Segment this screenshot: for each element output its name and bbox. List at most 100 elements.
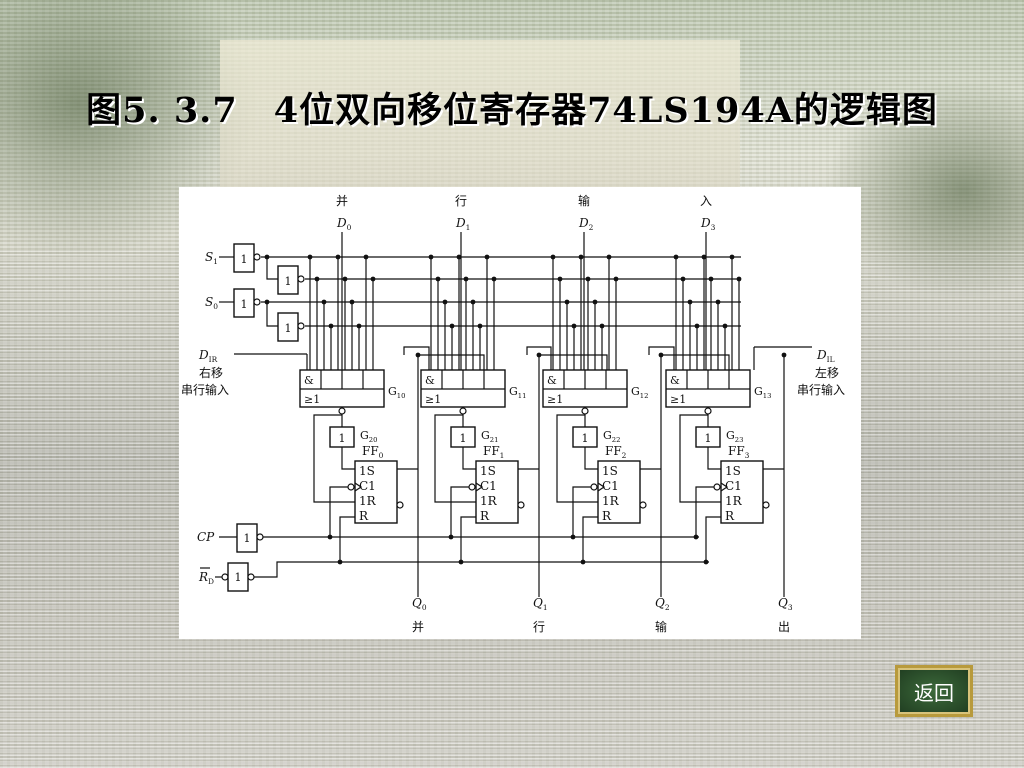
junction-dot — [613, 276, 619, 282]
junction-dot — [264, 299, 270, 305]
junction-dot — [722, 323, 728, 329]
junction-dot — [564, 299, 570, 305]
clock-bubble — [347, 483, 355, 491]
wire — [556, 414, 598, 503]
feedback-wire — [541, 354, 608, 370]
clock-triangle — [354, 482, 363, 492]
clock-wire — [329, 486, 348, 537]
wire — [679, 414, 721, 503]
s1-inverter-bubble — [253, 253, 261, 261]
gate-label-g13: G13 — [754, 385, 771, 400]
inverter-gate-label: 1 — [705, 432, 712, 445]
dir-input-label: DIR — [198, 348, 218, 364]
junction-dot — [729, 254, 735, 260]
flipflop-pin-1r: 1R — [725, 494, 743, 508]
gate-label-g20: G20 — [360, 429, 377, 444]
reset-bus — [254, 561, 709, 578]
wire — [313, 414, 355, 503]
s1-inverter-label: 1 — [241, 253, 248, 266]
clock-triangle — [597, 482, 606, 492]
inverter-bubble — [297, 322, 305, 330]
reset-wire — [460, 516, 476, 562]
slide-title: 图5. 3.7 4位双向移位寄存器74LS194A的逻辑图 — [86, 90, 938, 131]
junction-dot — [599, 323, 605, 329]
junction-dot — [356, 323, 362, 329]
gate-label-g23: G23 — [726, 429, 743, 444]
flipflop-pin-c1: C1 — [602, 479, 619, 493]
data-input-label-d0: D0 — [336, 216, 352, 232]
flipflop-ff2 — [597, 460, 641, 524]
flipflop-ff0 — [354, 460, 398, 524]
back-button[interactable]: 返回 — [895, 665, 973, 717]
junction-dot — [477, 323, 483, 329]
bottom-label-1: 行 — [533, 620, 545, 634]
flipflop-label-ff3: FF3 — [728, 444, 750, 460]
bottom-label-2: 输 — [655, 619, 667, 634]
inverter-bubble — [581, 407, 589, 415]
clock-bubble — [468, 483, 476, 491]
junction-dot — [578, 254, 584, 260]
junction-dot — [328, 323, 334, 329]
feedback-wire — [419, 354, 485, 370]
data-input-label-d1: D1 — [455, 216, 470, 232]
top-label-1: 行 — [455, 194, 467, 208]
junction-dot — [680, 276, 686, 282]
or-gate-label: ≥1 — [547, 393, 563, 406]
junction-dot — [442, 299, 448, 305]
q-not-bubble — [396, 501, 404, 509]
and-gate-label: & — [670, 374, 680, 387]
flipflop-pin-c1: C1 — [480, 479, 497, 493]
junction-dot — [585, 276, 591, 282]
junction-dot — [349, 299, 355, 305]
s0-second-inverter-label: 1 — [285, 322, 292, 335]
junction-dot — [673, 254, 679, 260]
junction-dot — [687, 299, 693, 305]
cp-bubble — [256, 533, 264, 541]
wire — [266, 302, 278, 327]
or-gate-label: ≥1 — [425, 393, 441, 406]
junction-dot — [456, 254, 462, 260]
bottom-label-3: 出 — [778, 620, 790, 634]
gate-label-g12: G12 — [631, 385, 648, 400]
background-building — [220, 40, 740, 190]
inverter-gate-label: 1 — [582, 432, 589, 445]
clock-triangle — [720, 482, 729, 492]
junction-dot — [550, 254, 556, 260]
flipflop-pin-1s: 1S — [480, 464, 496, 478]
gate-label-g10: G10 — [388, 385, 405, 400]
wire — [707, 447, 721, 470]
flipflop-ff1 — [475, 460, 519, 524]
left-serial-input-label: 串行输入 — [797, 382, 845, 397]
flipflop-pin-r: R — [359, 509, 369, 523]
inverter-gate-label: 1 — [339, 432, 346, 445]
flipflop-pin-1s: 1S — [602, 464, 618, 478]
output-label-q0: Q0 — [412, 596, 427, 612]
top-label-3: 入 — [700, 194, 712, 208]
q-not-bubble — [762, 501, 770, 509]
flipflop-pin-c1: C1 — [725, 479, 742, 493]
flipflop-pin-r: R — [602, 509, 612, 523]
gate-label-g22: G22 — [603, 429, 620, 444]
junction-dot — [701, 254, 707, 260]
top-label-2: 输 — [578, 193, 590, 208]
output-label-q2: Q2 — [655, 596, 670, 612]
junction-dot — [470, 299, 476, 305]
flipflop-pin-r: R — [725, 509, 735, 523]
data-input-label-d2: D2 — [578, 216, 593, 232]
junction-dot — [536, 352, 542, 358]
junction-dot — [428, 254, 434, 260]
junction-dot — [592, 299, 598, 305]
junction-dot — [484, 254, 490, 260]
cp-buffer-label: 1 — [244, 532, 251, 545]
reset-label: RD — [198, 570, 214, 586]
junction-dot — [335, 254, 341, 260]
reset-gate-label: 1 — [235, 571, 242, 584]
wire — [266, 257, 278, 280]
junction-dot — [342, 276, 348, 282]
wire — [434, 414, 476, 503]
clock-wire — [450, 486, 469, 537]
feedback-wire — [403, 346, 430, 370]
junction-dot — [314, 276, 320, 282]
inverter-bubble — [459, 407, 467, 415]
reset-wire — [339, 516, 355, 562]
